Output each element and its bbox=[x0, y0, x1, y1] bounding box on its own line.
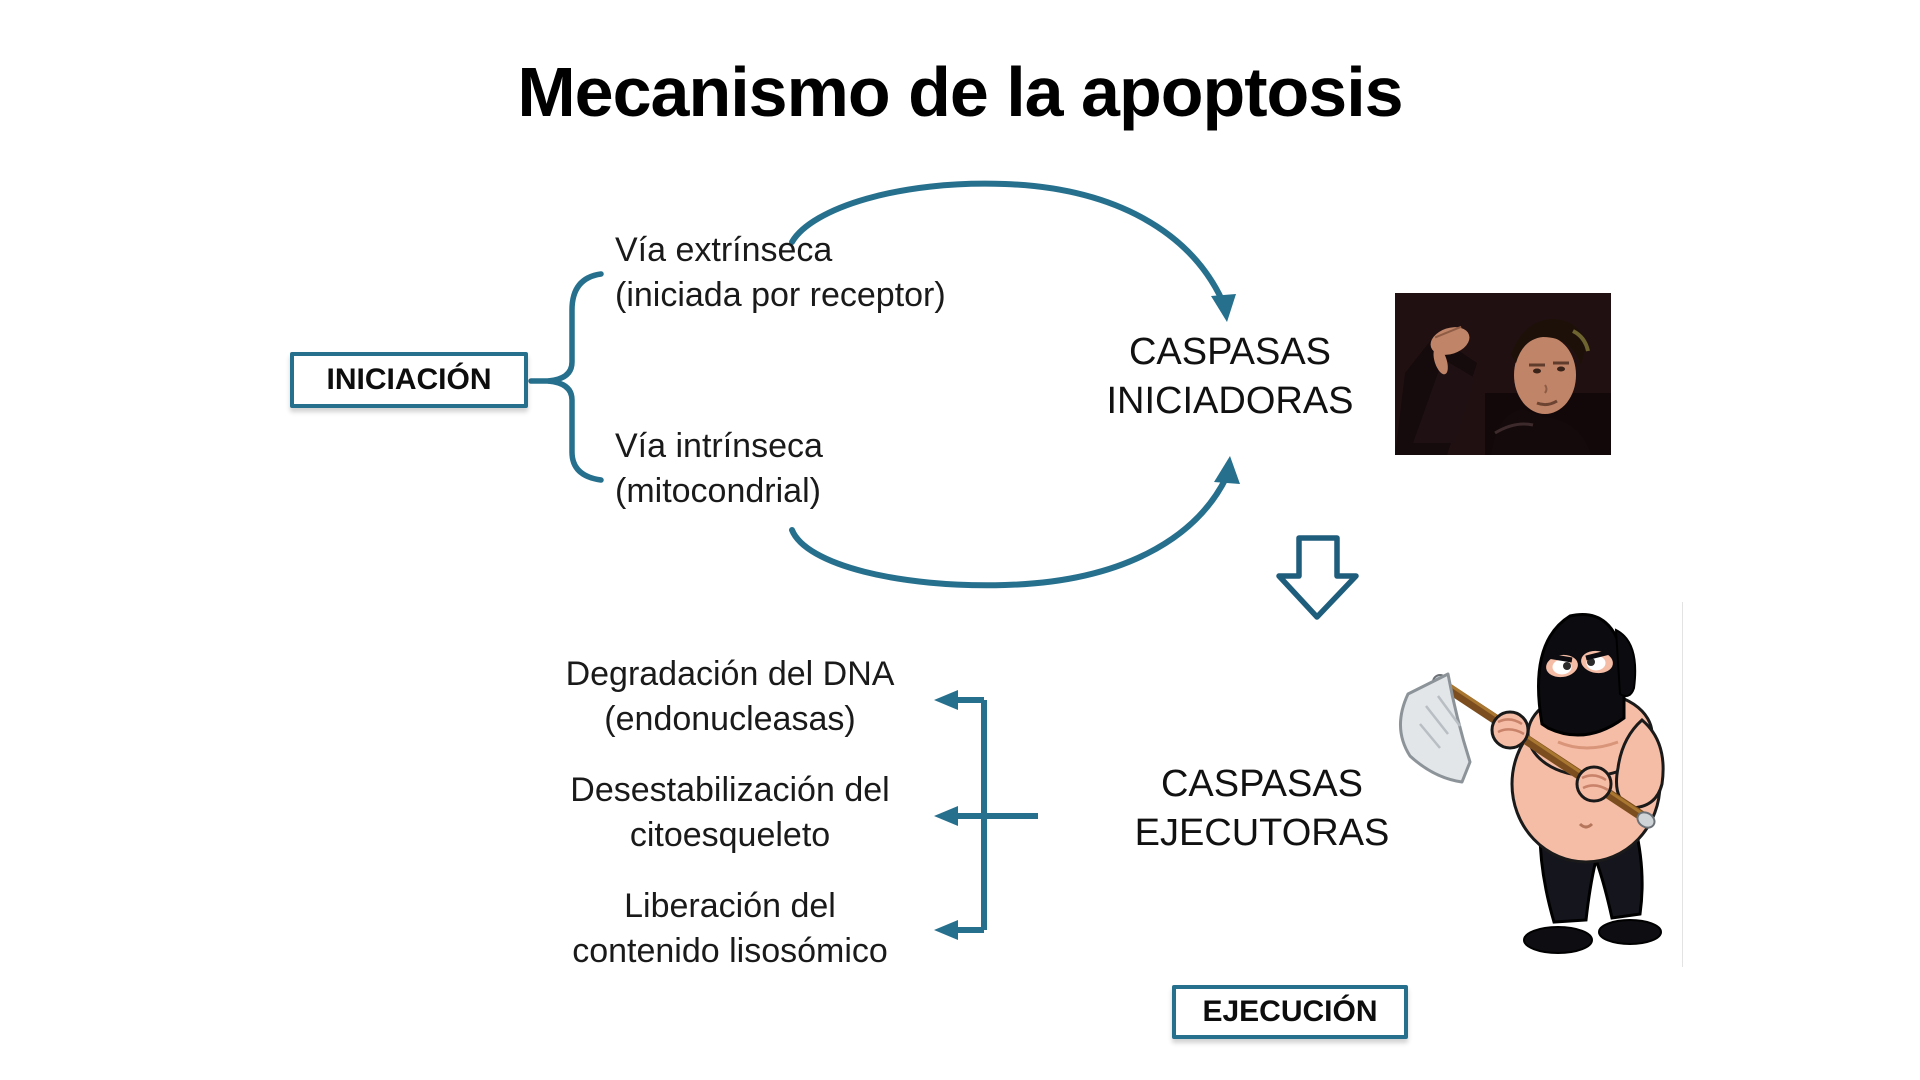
effect-lysosomal-line1: Liberación del bbox=[624, 887, 836, 925]
execution-stage-label: EJECUCIÓN bbox=[1202, 995, 1378, 1028]
executioner-caspases-line2: EJECUTORAS bbox=[1134, 812, 1390, 854]
initiation-stage-box: INICIACIÓN bbox=[290, 352, 528, 408]
thumbs-down-photo-art bbox=[1395, 293, 1611, 455]
extrinsic-pathway-line2: (iniciada por receptor) bbox=[615, 276, 946, 314]
executioner-caspases-line1: CASPASAS bbox=[1160, 763, 1364, 805]
effect-cytoskeleton: Desestabilización del citoesqueleto bbox=[510, 768, 950, 858]
left-curly-brace-icon bbox=[528, 271, 604, 483]
intrinsic-pathway-text: Vía intrínseca (mitocondrial) bbox=[615, 424, 823, 514]
effect-dna-degradation: Degradación del DNA (endonucleasas) bbox=[510, 652, 950, 742]
effect-cytoskeleton-line2: citoesqueleto bbox=[629, 816, 831, 854]
effect-lysosomal: Liberación del contenido lisosómico bbox=[510, 884, 950, 974]
initiator-caspases-text: CASPASAS INICIADORAS bbox=[1040, 328, 1420, 426]
intrinsic-pathway-line2: (mitocondrial) bbox=[615, 472, 821, 510]
block-down-arrow-icon bbox=[1276, 535, 1359, 620]
intrinsic-pathway-line1: Vía intrínseca bbox=[615, 427, 823, 465]
extrinsic-pathway-text: Vía extrínseca (iniciada por receptor) bbox=[615, 228, 946, 318]
extrinsic-pathway-line1: Vía extrínseca bbox=[615, 231, 833, 269]
executioner-cartoon bbox=[1390, 602, 1683, 967]
page-title: Mecanismo de la apoptosis bbox=[517, 53, 1403, 131]
initiator-caspases-line1: CASPASAS bbox=[1128, 331, 1332, 373]
thumbs-down-photo bbox=[1395, 293, 1611, 455]
effect-dna-degradation-line2: (endonucleasas) bbox=[604, 700, 856, 738]
initiation-stage-label: INICIACIÓN bbox=[326, 363, 492, 396]
effect-cytoskeleton-line1: Desestabilización del bbox=[570, 771, 890, 809]
curved-arrow-intrinsic-icon bbox=[789, 456, 1240, 589]
initiator-caspases-line2: INICIADORAS bbox=[1106, 380, 1354, 422]
effect-dna-degradation-line1: Degradación del DNA bbox=[565, 655, 895, 693]
effect-lysosomal-line2: contenido lisosómico bbox=[572, 932, 888, 970]
executioner-cartoon-art bbox=[1398, 613, 1665, 954]
executioner-caspases-text: CASPASAS EJECUTORAS bbox=[1072, 760, 1452, 858]
execution-stage-box: EJECUCIÓN bbox=[1172, 985, 1408, 1039]
